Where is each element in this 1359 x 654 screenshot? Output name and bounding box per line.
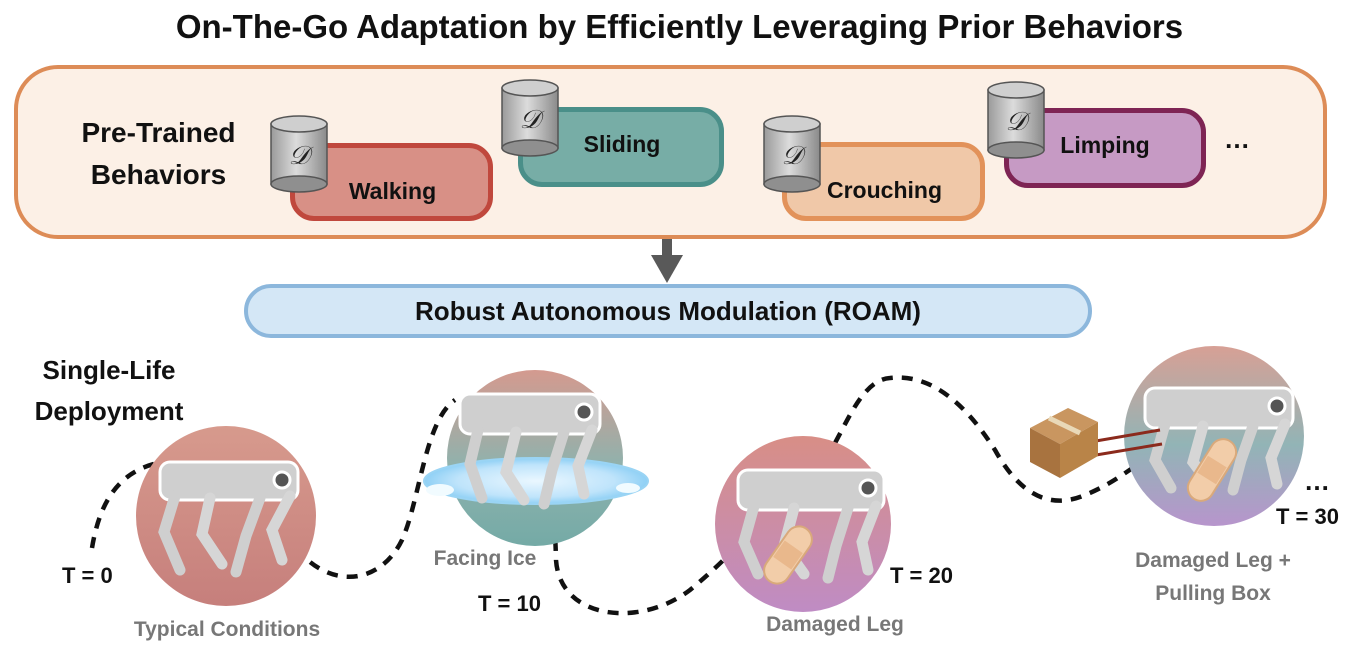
behavior-crouching: Crouching	[782, 142, 985, 221]
stage-caption-typical: Typical Conditions	[133, 618, 321, 641]
caption-line1: Damaged Leg +	[1135, 549, 1291, 572]
stage-caption-damaged-box: Damaged Leg + Pulling Box	[1104, 544, 1322, 610]
behavior-label: Limping	[1060, 131, 1150, 158]
behavior-walking: Walking	[290, 143, 493, 221]
time-label-20: T = 20	[890, 563, 953, 588]
stage-caption-damaged: Damaged Leg	[766, 613, 904, 636]
pretrained-behaviors-label: Pre-Trained Behaviors	[56, 112, 261, 196]
pretrained-label-line2: Behaviors	[90, 159, 227, 190]
behavior-label: Walking	[348, 177, 437, 204]
deployment-label: Single-Life Deployment	[14, 350, 204, 432]
deployment-label-line1: Single-Life	[42, 355, 176, 385]
time-label-10: T = 10	[478, 591, 541, 616]
behavior-limping: Limping	[1004, 108, 1206, 188]
caption-line2: Pulling Box	[1155, 582, 1271, 605]
behavior-label: Crouching	[827, 177, 942, 203]
deployment-label-line2: Deployment	[34, 396, 184, 426]
roam-module: Robust Autonomous Modulation (ROAM)	[244, 284, 1092, 338]
time-label-0: T = 0	[62, 563, 113, 588]
trajectory-path	[89, 375, 1152, 616]
time-label-30: T = 30	[1276, 504, 1339, 529]
stage-caption-ice: Facing Ice	[433, 547, 537, 570]
pretrained-label-line1: Pre-Trained	[81, 117, 236, 148]
flow-arrow	[651, 229, 683, 283]
behaviors-ellipsis: …	[1224, 124, 1250, 154]
stages-ellipsis: …	[1304, 466, 1330, 496]
behavior-sliding: Sliding	[518, 107, 724, 187]
page-title: On-The-Go Adaptation by Efficiently Leve…	[175, 8, 1184, 45]
behavior-label: Sliding	[583, 130, 661, 157]
